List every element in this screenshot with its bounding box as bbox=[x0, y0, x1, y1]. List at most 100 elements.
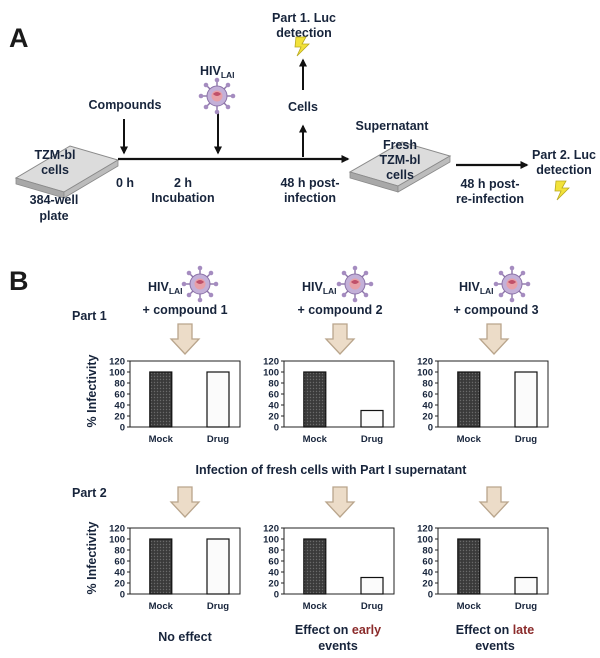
y-tick-label: 40 bbox=[268, 400, 279, 411]
time-48h-re-line2: re-infection bbox=[456, 192, 524, 206]
y-tick-label: 60 bbox=[268, 389, 279, 400]
virus-label-3: HIVLAI bbox=[459, 280, 494, 296]
bar-mock bbox=[149, 538, 173, 595]
y-tick-label: 0 bbox=[274, 422, 279, 433]
y-tick-label: 20 bbox=[422, 578, 433, 589]
virus-icon-2 bbox=[336, 265, 374, 303]
y-tick-label: 0 bbox=[120, 422, 125, 433]
panel-a-label: A bbox=[9, 23, 29, 53]
incubation-label: Incubation bbox=[151, 191, 214, 205]
part2-label: Part 2 bbox=[72, 486, 107, 500]
outcome-2-line2: events bbox=[318, 639, 358, 653]
outcome-3-line2: events bbox=[475, 639, 515, 653]
plate-left-line2: cells bbox=[41, 163, 69, 177]
x-tick-label-drug: Drug bbox=[515, 601, 537, 612]
plate-right-icon bbox=[348, 141, 452, 193]
bar-mock bbox=[457, 538, 481, 595]
plate-left-line1: TZM-bl bbox=[35, 148, 76, 162]
y-tick-label: 20 bbox=[268, 578, 279, 589]
panel-b-label: B bbox=[9, 266, 29, 296]
y-tick-label: 60 bbox=[114, 389, 125, 400]
y-tick-label: 60 bbox=[422, 556, 433, 567]
plate-right-line2: TZM-bl bbox=[380, 153, 421, 167]
part1-detection-line1: Part 1. Luc bbox=[272, 11, 336, 25]
x-tick-label-mock: Mock bbox=[457, 434, 482, 445]
y-tick-label: 40 bbox=[114, 400, 125, 411]
compound-2-label: + compound 2 bbox=[297, 303, 382, 317]
bar-mock bbox=[303, 538, 327, 595]
down-arrow-part2-2 bbox=[325, 486, 355, 518]
x-tick-label-mock: Mock bbox=[303, 434, 328, 445]
virus-label-1: HIVLAI bbox=[148, 280, 183, 296]
y-tick-label: 20 bbox=[268, 411, 279, 422]
bar-mock bbox=[149, 371, 173, 428]
virus-label-a: HIVLAI bbox=[200, 64, 235, 80]
y-tick-label: 80 bbox=[422, 545, 433, 556]
x-tick-label-mock: Mock bbox=[149, 434, 174, 445]
down-arrow-part1-1 bbox=[170, 323, 200, 355]
y-tick-label: 20 bbox=[114, 411, 125, 422]
part2-detection-line2: detection bbox=[536, 163, 592, 177]
virus-label-2: HIVLAI bbox=[302, 280, 337, 296]
bar-drug bbox=[360, 409, 384, 428]
y-tick-label: 100 bbox=[109, 534, 125, 545]
y-tick-label: 60 bbox=[422, 389, 433, 400]
outcome-1-label: No effect bbox=[158, 630, 212, 644]
y-tick-label: 80 bbox=[268, 378, 279, 389]
y-tick-label: 0 bbox=[428, 589, 433, 600]
compound-1-label: + compound 1 bbox=[142, 303, 227, 317]
y-tick-label: 80 bbox=[422, 378, 433, 389]
y-tick-label: 40 bbox=[114, 567, 125, 578]
y-tick-label: 120 bbox=[263, 356, 279, 367]
x-tick-label-mock: Mock bbox=[149, 601, 174, 612]
outcome-3-line1: Effect on late bbox=[456, 623, 535, 637]
y-tick-label: 120 bbox=[109, 356, 125, 367]
ylabel-part2: % Infectivity bbox=[85, 521, 99, 594]
plate-caption-line2: plate bbox=[39, 209, 68, 223]
y-tick-label: 20 bbox=[114, 578, 125, 589]
y-tick-label: 40 bbox=[422, 400, 433, 411]
y-tick-label: 120 bbox=[417, 356, 433, 367]
y-tick-label: 120 bbox=[109, 523, 125, 534]
virus-icon-3 bbox=[493, 265, 531, 303]
virus-icon bbox=[197, 76, 237, 116]
y-tick-label: 120 bbox=[263, 523, 279, 534]
plate-right-line3: cells bbox=[386, 168, 414, 182]
bar-drug bbox=[206, 371, 230, 428]
x-tick-label-mock: Mock bbox=[303, 601, 328, 612]
plate-left-icon bbox=[14, 145, 120, 199]
x-tick-label-drug: Drug bbox=[207, 434, 229, 445]
y-tick-label: 0 bbox=[428, 422, 433, 433]
x-tick-label-drug: Drug bbox=[361, 434, 383, 445]
x-tick-label-drug: Drug bbox=[207, 601, 229, 612]
y-tick-label: 80 bbox=[268, 545, 279, 556]
plate-caption-line1: 384-well bbox=[30, 193, 79, 207]
y-tick-label: 100 bbox=[109, 367, 125, 378]
down-arrow-part2-3 bbox=[479, 486, 509, 518]
compounds-label: Compounds bbox=[89, 98, 162, 112]
y-tick-label: 100 bbox=[263, 367, 279, 378]
part1-label: Part 1 bbox=[72, 309, 107, 323]
ylabel-part1: % Infectivity bbox=[85, 354, 99, 427]
y-tick-label: 60 bbox=[268, 556, 279, 567]
bar-drug bbox=[206, 538, 230, 595]
part1-detection-line2: detection bbox=[276, 26, 332, 40]
time-0h: 0 h bbox=[116, 176, 134, 190]
y-tick-label: 100 bbox=[417, 534, 433, 545]
supernatant-infection-title: Infection of fresh cells with Part I sup… bbox=[196, 463, 468, 477]
y-tick-label: 0 bbox=[120, 589, 125, 600]
y-tick-label: 20 bbox=[422, 411, 433, 422]
down-arrow-part2-1 bbox=[170, 486, 200, 518]
x-tick-label-drug: Drug bbox=[515, 434, 537, 445]
time-48h-line1: 48 h post- bbox=[280, 176, 339, 190]
bar-mock bbox=[303, 371, 327, 428]
bar-drug bbox=[514, 371, 538, 428]
time-2h: 2 h bbox=[174, 176, 192, 190]
